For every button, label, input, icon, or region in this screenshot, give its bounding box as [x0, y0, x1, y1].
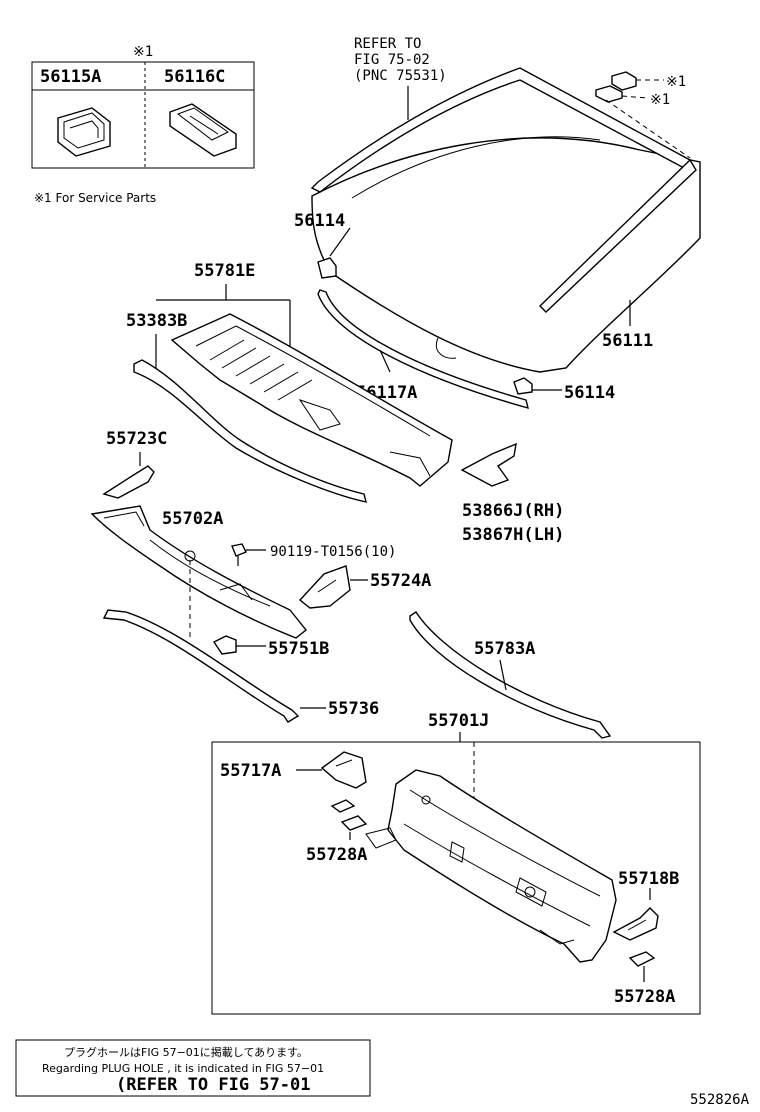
svg-text:(PNC 75531): (PNC 75531) [354, 68, 447, 84]
label-56114-right: 56114 [564, 383, 615, 403]
label-90119: 90119-T0156(10) [270, 544, 396, 560]
refer-to-fig-75-02: REFER TO FIG 75-02 (PNC 75531) [354, 36, 447, 120]
outer-cowl-panel-55702a [90, 505, 307, 639]
label-55751b: 55751B [268, 639, 329, 659]
service-parts-box: ※1 56115A 56116C [31, 44, 255, 169]
bolt-90119 [231, 543, 266, 566]
cowl-seal-55783a [409, 611, 612, 739]
plug-hole-note-box [15, 1039, 371, 1097]
plug-hole-note-jp: プラグホールはFIG 57−01に掲載してあります。 [64, 1045, 308, 1059]
svg-text:REFER TO: REFER TO [354, 36, 421, 52]
cowl-side-cover-53866j [460, 442, 517, 487]
label-55728a-left: 55728A [306, 845, 367, 865]
bracket-55723c [102, 452, 155, 499]
service-col-1: 56115A [40, 67, 101, 87]
bracket-55717a [320, 751, 367, 789]
clip-56115a-drawing [57, 107, 111, 157]
plate-55728a-left [330, 799, 368, 840]
lower-molding-56117a [317, 289, 529, 409]
drain-hose-55736 [102, 609, 326, 723]
service-parts-note: ※1 For Service Parts [34, 191, 156, 205]
service-box-frame [31, 61, 255, 169]
label-55718b: 55718B [618, 869, 679, 889]
label-55723c: 55723C [106, 429, 167, 449]
label-55702a: 55702A [162, 509, 223, 529]
inner-cowl-frame [211, 741, 701, 1015]
windshield-upper-molding [310, 67, 697, 313]
plug-hole-refer: (REFER TO FIG 57-01 [116, 1075, 310, 1095]
clip-56116c-drawing [169, 103, 237, 157]
cowl-louver-55781e [170, 313, 453, 487]
label-53383b: 53383B [126, 311, 187, 331]
label-55701j: 55701J [428, 711, 489, 731]
label-55728a-right: 55728A [614, 987, 675, 1007]
bracket-55724a [298, 565, 368, 609]
mark-service-1a: ※1 [666, 74, 686, 90]
bracket-55718b [612, 888, 659, 941]
service-mark: ※1 [133, 44, 153, 60]
clips-service-top [595, 71, 691, 159]
clip-56114-left [317, 227, 351, 279]
inner-cowl-panel-55701j [365, 769, 617, 963]
label-56111: 56111 [602, 331, 653, 351]
clip-56114-right [513, 377, 562, 395]
label-55724a: 55724A [370, 571, 431, 591]
plate-55728a-right [628, 951, 656, 982]
label-53866j: 53866J(RH) [462, 501, 564, 521]
mark-service-1b: ※1 [650, 92, 670, 108]
label-55717a: 55717A [220, 761, 281, 781]
plug-hole-note-en: Regarding PLUG HOLE , it is indicated in… [42, 1062, 324, 1075]
service-col-2: 56116C [164, 67, 225, 87]
label-55736: 55736 [328, 699, 379, 719]
hood-seal-53383b [133, 359, 367, 503]
label-53867h: 53867H(LH) [462, 525, 564, 545]
clip-55751b [212, 635, 266, 655]
svg-text:FIG 75-02: FIG 75-02 [354, 52, 430, 68]
label-55781e: 55781E [194, 261, 255, 281]
figure-id: 552826A [690, 1092, 750, 1108]
label-56114-left: 56114 [294, 211, 345, 231]
label-55783a: 55783A [474, 639, 535, 659]
